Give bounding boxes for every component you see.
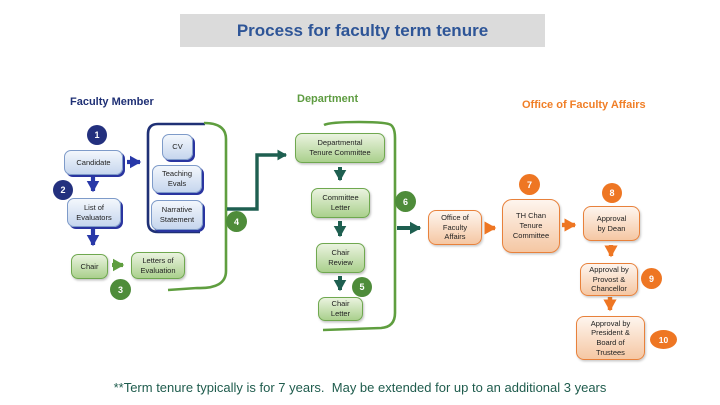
- node-teaching-evals: Teaching Evals: [152, 165, 202, 193]
- page-title: Process for faculty term tenure: [236, 20, 489, 40]
- step-8-badge: 8: [602, 183, 622, 203]
- node-office-of-faculty-affairs: Office of Faculty Affairs: [428, 210, 482, 245]
- step-3-badge: 3: [110, 279, 131, 300]
- step-6-badge: 6: [395, 191, 416, 212]
- step-9-badge: 9: [641, 268, 662, 289]
- step-10-badge: 10: [650, 330, 677, 349]
- node-th-chan-tenure-committee: TH Chan Tenure Committee: [502, 199, 560, 253]
- footnote-text: **Term tenure typically is for 7 years. …: [113, 380, 607, 395]
- node-cv: CV: [162, 134, 193, 160]
- node-chair-letter: Chair Letter: [318, 297, 363, 321]
- section-heading-office-faculty-affairs: Office of Faculty Affairs: [522, 99, 646, 111]
- step-2-badge: 2: [53, 180, 73, 200]
- bracket-faculty-output: [167, 121, 228, 292]
- step-1-badge: 1: [87, 125, 107, 145]
- step-5-badge: 5: [352, 277, 372, 297]
- step-7-badge: 7: [519, 174, 540, 195]
- bracket-department-output: [322, 120, 397, 332]
- bracket-faculty-docs: [146, 122, 205, 234]
- arrow-faculty-to-department: [227, 149, 288, 211]
- node-chair: Chair: [71, 254, 108, 279]
- node-approval-by-president-board: Approval by President & Board of Trustee…: [576, 316, 645, 360]
- node-list-of-evaluators: List of Evaluators: [67, 198, 121, 227]
- node-committee-letter: Committee Letter: [311, 188, 370, 218]
- step-4-badge: 4: [226, 211, 247, 232]
- section-heading-faculty-member: Faculty Member: [70, 96, 154, 108]
- node-candidate: Candidate: [64, 150, 123, 175]
- node-approval-by-provost-chancellor: Approval by Provost & Chancellor: [580, 263, 638, 296]
- node-letters-of-evaluation: Letters of Evaluation: [131, 252, 185, 279]
- node-departmental-tenure-committee: Departmental Tenure Committee: [295, 133, 385, 163]
- section-heading-department: Department: [297, 93, 359, 105]
- node-narrative-statement: Narrative Statement: [151, 200, 203, 230]
- node-chair-review: Chair Review: [316, 243, 365, 273]
- node-approval-by-dean: Approval by Dean: [583, 206, 640, 241]
- title-banner: Process for faculty term tenure: [180, 14, 545, 47]
